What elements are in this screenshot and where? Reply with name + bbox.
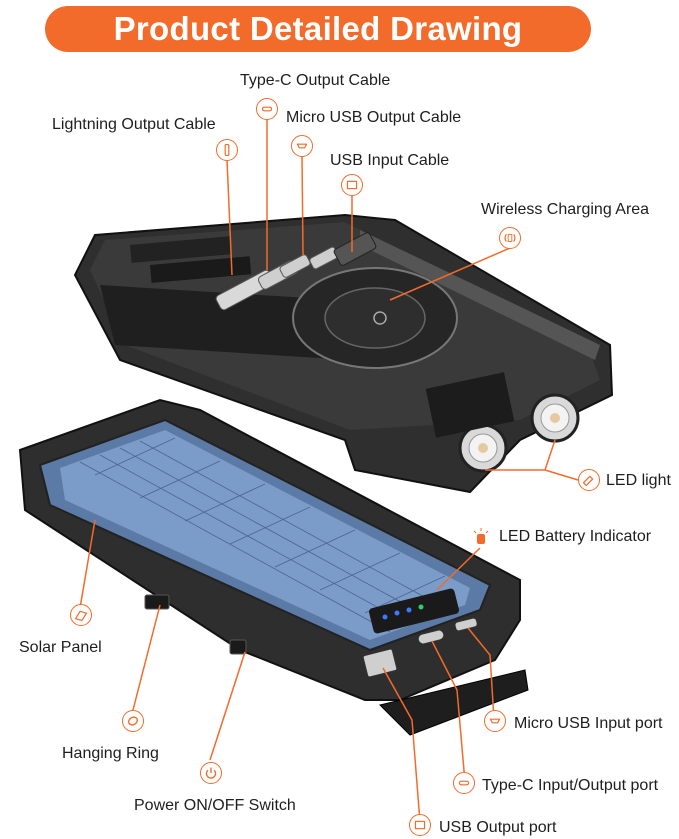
wireless-icon [499, 227, 521, 249]
lightning-icon [216, 139, 238, 161]
label-usb-input-cable: USB Input Cable [330, 152, 450, 169]
ring-icon [122, 710, 144, 732]
micro-usb-icon [291, 135, 313, 157]
type-c-port-icon [453, 772, 475, 794]
battery-led-icon [470, 526, 492, 548]
label-led-light: LED light [606, 472, 671, 489]
label-lightning-output-cable: Lightning Output Cable [52, 116, 216, 133]
micro-usb-port-icon [484, 710, 506, 732]
label-wireless-charging-area: Wireless Charging Area [481, 201, 650, 218]
type-c-icon [256, 98, 278, 120]
label-micro-usb-input-port: Micro USB Input port [514, 715, 663, 732]
label-type-c-output-cable: Type-C Output Cable [240, 72, 391, 89]
callout-lines [79, 119, 579, 823]
usb-icon [341, 174, 363, 196]
title-banner: Product Detailed Drawing [45, 6, 591, 52]
label-power-switch: Power ON/OFF Switch [134, 797, 296, 814]
power-icon [200, 762, 222, 784]
label-micro-usb-output-cable: Micro USB Output Cable [286, 109, 462, 126]
solar-icon [70, 604, 92, 626]
page-title: Product Detailed Drawing [113, 10, 523, 47]
label-usb-output-port: USB Output port [439, 819, 557, 836]
flashlight-icon [578, 469, 600, 491]
bottom-device [18, 398, 529, 736]
label-led-battery-indicator: LED Battery Indicator [499, 528, 652, 545]
label-solar-panel: Solar Panel [19, 639, 102, 656]
top-device [73, 213, 614, 494]
label-hanging-ring: Hanging Ring [62, 745, 159, 762]
usb-port-icon [409, 814, 431, 836]
label-type-c-io-port: Type-C Input/Output port [482, 777, 659, 794]
